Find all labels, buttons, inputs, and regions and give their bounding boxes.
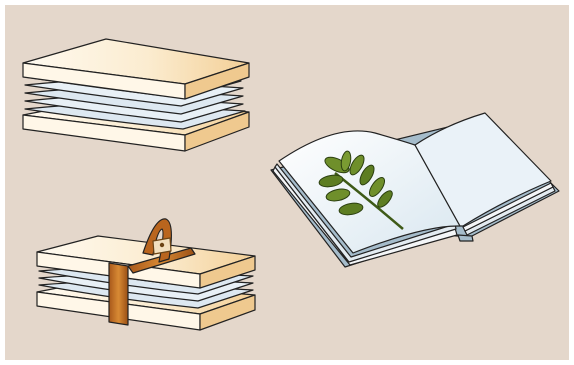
open-book-with-leaf bbox=[271, 113, 559, 267]
strapped-press bbox=[37, 219, 255, 330]
herbarium-pressing-illustration bbox=[5, 5, 569, 360]
pressing-stack bbox=[23, 39, 249, 151]
illustration-panel bbox=[5, 5, 569, 360]
